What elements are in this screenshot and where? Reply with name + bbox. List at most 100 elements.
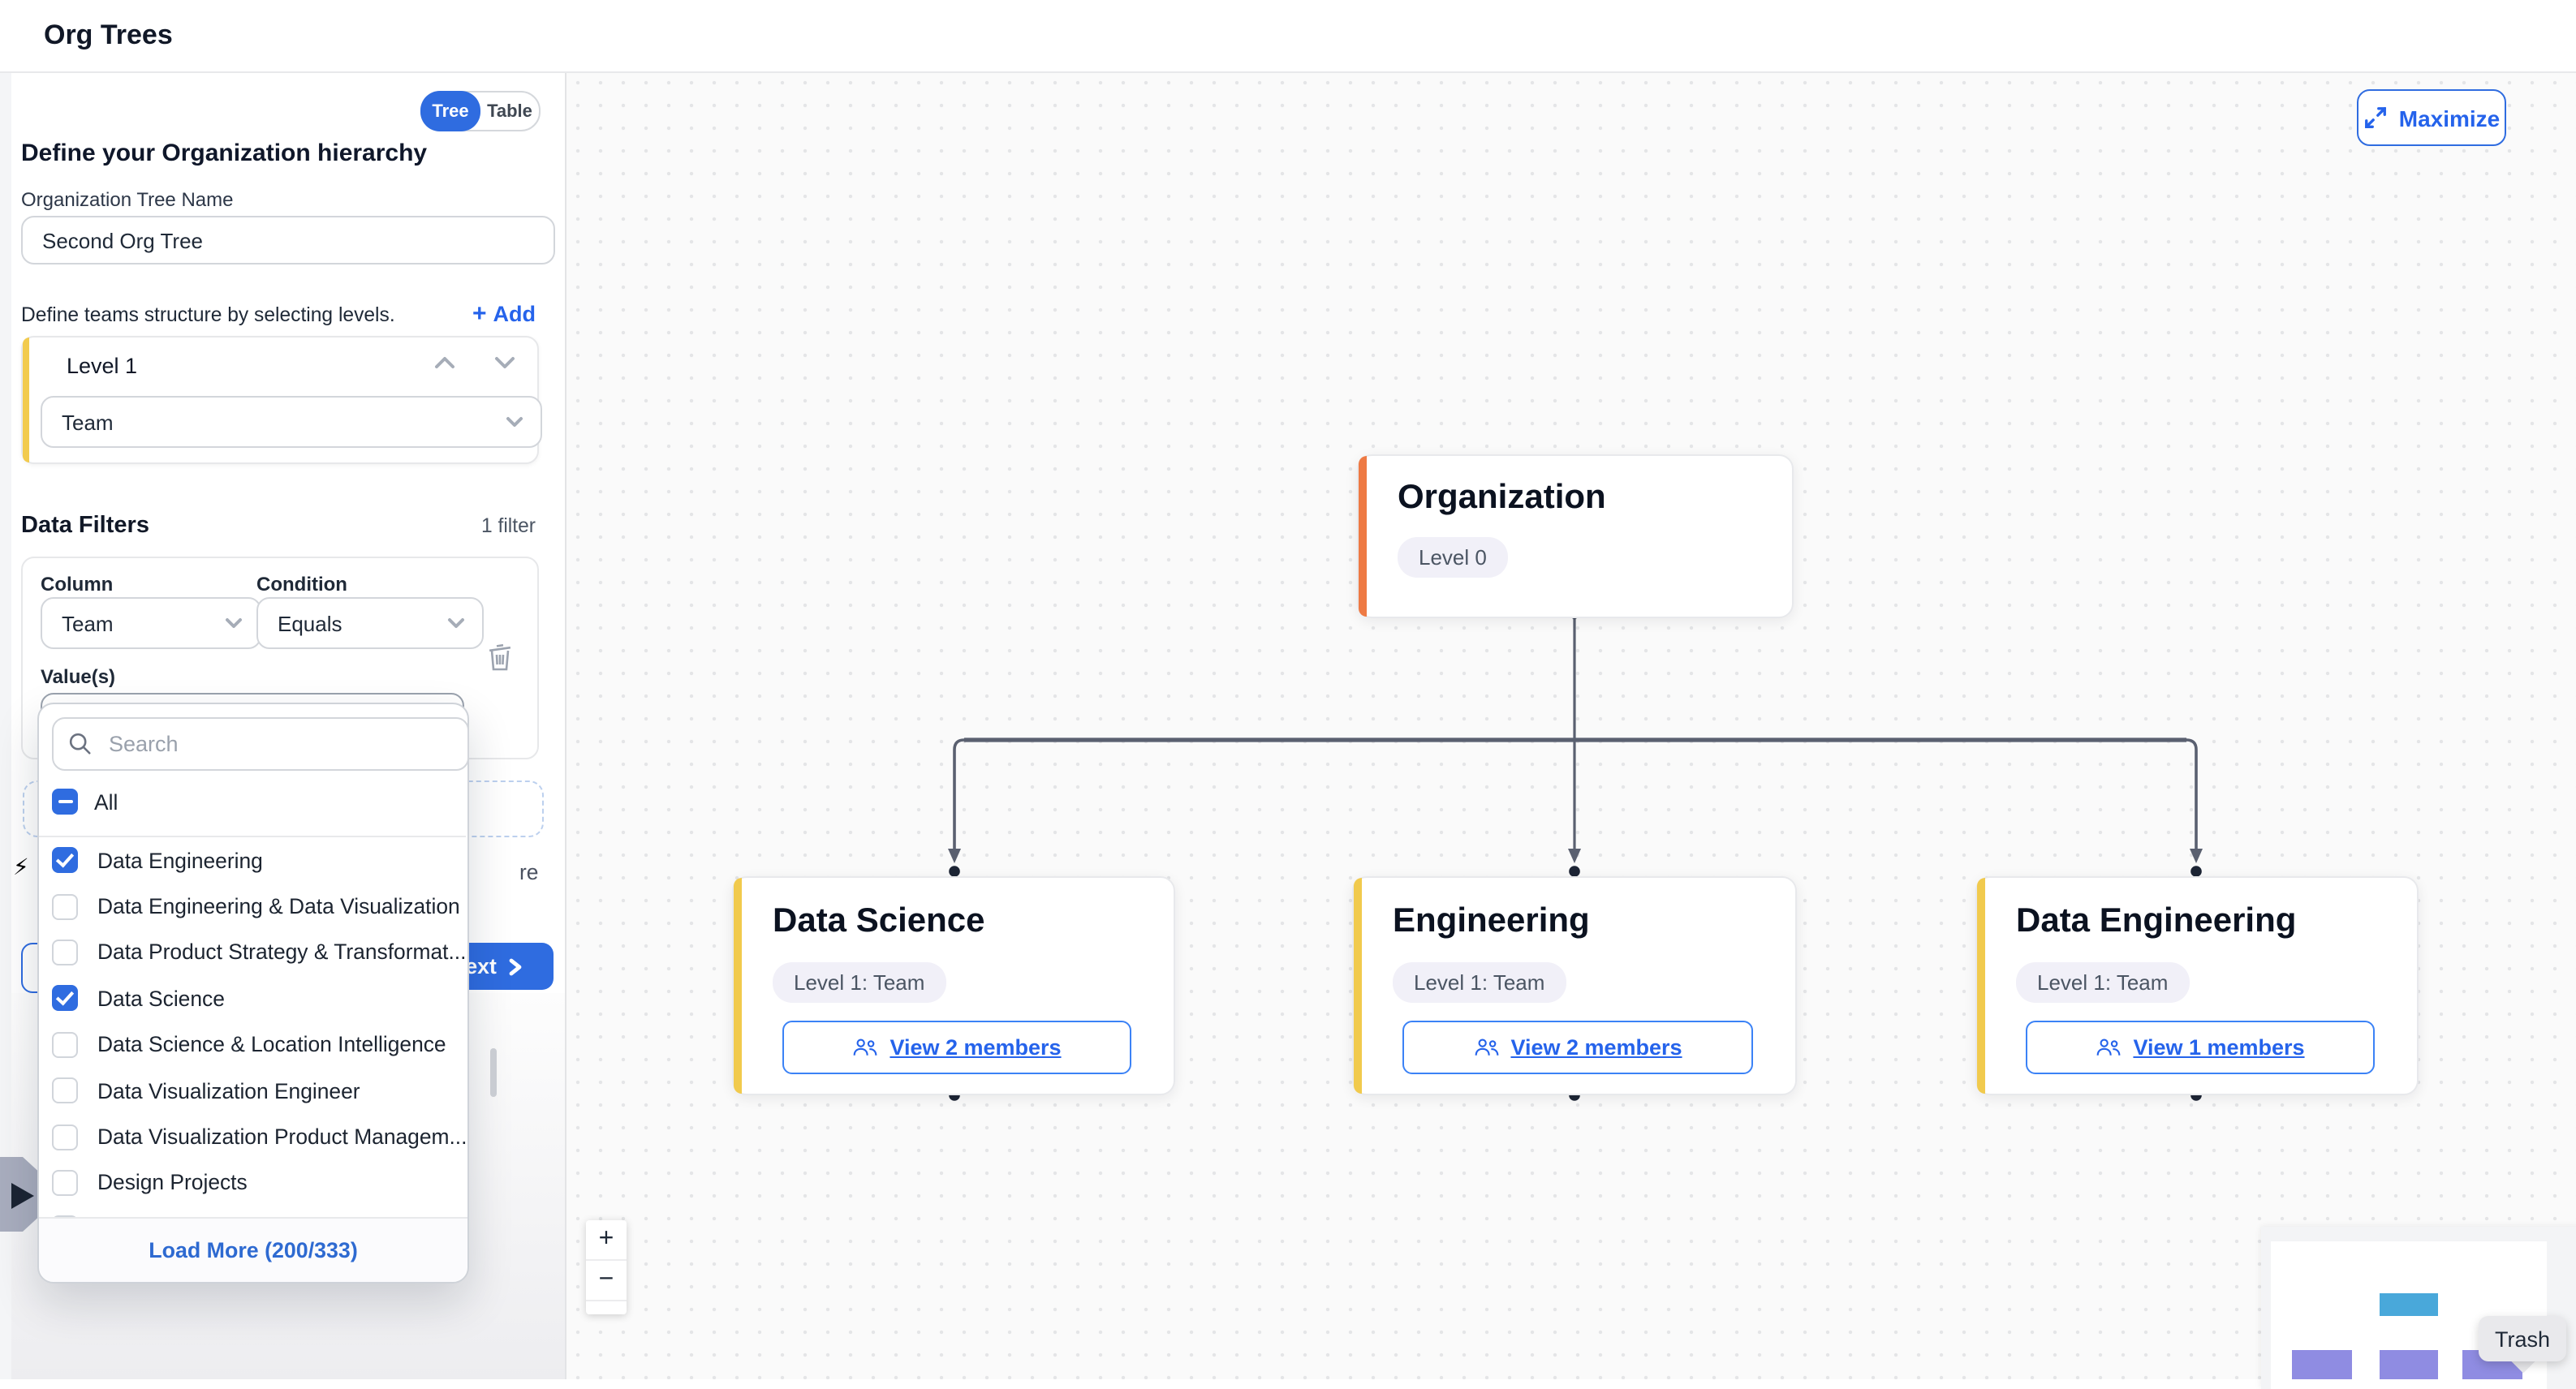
values-label: Value(s): [41, 665, 116, 688]
dropdown-options-list[interactable]: Data Engineering Data Engineering & Data…: [39, 837, 466, 1217]
minimap-child-node: [2380, 1350, 2438, 1379]
view-members-label: View 2 members: [890, 1035, 1062, 1060]
node-level-badge: Level 0: [1398, 537, 1508, 578]
indeterminate-checkbox-icon[interactable]: [52, 789, 78, 815]
levels-hint: Define teams structure by selecting leve…: [21, 303, 395, 325]
column-select[interactable]: Team: [41, 597, 261, 649]
org-node-data-science[interactable]: Data Science Level 1: Team View 2 member…: [732, 876, 1175, 1095]
fit-view-button[interactable]: [586, 1301, 627, 1314]
unchecked-checkbox-icon[interactable]: [52, 1124, 78, 1150]
node-level-badge: Level 1: Team: [2016, 962, 2190, 1003]
plus-icon: +: [472, 300, 487, 328]
members-icon: [2097, 1039, 2121, 1056]
dropdown-option[interactable]: Data Visualization Engineer: [39, 1068, 466, 1114]
unchecked-checkbox-icon[interactable]: [52, 1077, 78, 1104]
view-members-label: View 1 members: [2133, 1035, 2305, 1060]
tree-view-tab[interactable]: Tree: [420, 91, 480, 131]
org-node-engineering[interactable]: Engineering Level 1: Team View 2 members: [1352, 876, 1797, 1095]
dropdown-option[interactable]: Development Enablement & Lead Ge...: [39, 1206, 466, 1217]
org-node-data-engineering[interactable]: Data Engineering Level 1: Team View 1 me…: [1975, 876, 2419, 1095]
node-level-badge: Level 1: Team: [1393, 962, 1566, 1003]
checked-checkbox-icon[interactable]: [52, 847, 78, 874]
dropdown-option[interactable]: Data Engineering: [39, 837, 466, 884]
lightning-icon: ⚡: [13, 854, 29, 879]
unchecked-checkbox-icon[interactable]: [52, 939, 78, 965]
node-color-bar: [734, 878, 742, 1094]
unchecked-checkbox-icon[interactable]: [52, 1169, 78, 1196]
page-title: Org Trees: [44, 19, 173, 50]
search-input[interactable]: [106, 730, 404, 758]
node-level-badge: Level 1: Team: [773, 962, 946, 1003]
node-color-bar: [1977, 878, 1985, 1094]
filter-count: 1 filter: [481, 514, 536, 537]
chevron-right-icon: [509, 957, 522, 975]
members-icon: [854, 1039, 877, 1056]
node-title: Data Science: [773, 902, 985, 940]
members-icon: [1475, 1039, 1498, 1056]
maximize-label: Maximize: [2398, 105, 2501, 131]
data-filters-title: Data Filters: [21, 513, 149, 539]
unchecked-checkbox-icon[interactable]: [52, 1031, 78, 1058]
node-color-bar: [1359, 456, 1367, 617]
dropdown-option[interactable]: Data Engineering & Data Visualization: [39, 884, 466, 930]
zoom-out-button[interactable]: −: [586, 1261, 627, 1301]
org-node-root[interactable]: Organization Level 0: [1357, 454, 1794, 618]
add-level-button[interactable]: +Add: [472, 300, 536, 328]
column-label: Column: [41, 573, 114, 596]
view-members-button[interactable]: View 2 members: [782, 1021, 1131, 1074]
condition-select[interactable]: Equals: [256, 597, 484, 649]
move-down-icon[interactable]: [493, 355, 516, 370]
dropdown-search[interactable]: [52, 717, 469, 771]
chevron-down-icon: [506, 417, 523, 427]
level-color-bar: [23, 338, 29, 462]
chevron-down-icon: [226, 618, 242, 628]
page-header: Org Trees: [0, 0, 2576, 73]
node-title: Engineering: [1393, 902, 1590, 940]
minimap-child-node: [2292, 1350, 2352, 1379]
condition-label: Condition: [256, 573, 347, 596]
select-all-label: All: [94, 789, 118, 814]
select-all-row[interactable]: All: [52, 781, 454, 823]
org-tree-edges: [948, 608, 2203, 1101]
org-chart-canvas[interactable]: [565, 71, 2576, 1379]
panel-left-gutter: [0, 71, 11, 1379]
play-icon: [11, 1183, 34, 1209]
checked-checkbox-icon[interactable]: [52, 985, 78, 1012]
level-type-select[interactable]: Team: [41, 396, 542, 448]
dropdown-option[interactable]: Data Science & Location Intelligence: [39, 1021, 466, 1068]
partial-text-fragment: re: [519, 860, 539, 884]
maximize-button[interactable]: Maximize: [2357, 89, 2506, 146]
dropdown-option[interactable]: Design Projects: [39, 1159, 466, 1206]
zoom-in-button[interactable]: +: [586, 1220, 627, 1261]
scrollbar-thumb[interactable]: [490, 1048, 497, 1097]
view-members-button[interactable]: View 1 members: [2026, 1021, 2375, 1074]
tree-name-input[interactable]: [21, 216, 555, 264]
load-more-label: Load More (200/333): [149, 1238, 358, 1262]
expand-icon: [2364, 107, 2386, 128]
table-view-tab[interactable]: Table: [487, 101, 532, 121]
view-mode-toggle[interactable]: Tree Table: [420, 91, 541, 131]
dropdown-option[interactable]: Data Visualization Product Managem...: [39, 1114, 466, 1160]
dropdown-option[interactable]: Data Product Strategy & Transformat...: [39, 930, 466, 976]
values-dropdown: All Data Engineering Data Engineering & …: [37, 703, 497, 1284]
level-title: Level 1: [67, 354, 138, 378]
load-more-row[interactable]: Load More (200/333): [39, 1217, 467, 1282]
delete-filter-icon[interactable]: [487, 643, 513, 672]
tree-name-label: Organization Tree Name: [21, 188, 234, 211]
chevron-down-icon: [448, 618, 464, 628]
search-icon: [69, 733, 91, 755]
view-members-button[interactable]: View 2 members: [1402, 1021, 1753, 1074]
unchecked-checkbox-icon[interactable]: [52, 893, 78, 920]
minimap-root-node: [2380, 1293, 2438, 1316]
zoom-controls: + −: [586, 1220, 627, 1314]
divider: [39, 836, 466, 837]
node-title: Organization: [1398, 479, 1606, 516]
node-color-bar: [1354, 878, 1362, 1094]
view-members-label: View 2 members: [1510, 1035, 1682, 1060]
panel-heading: Define your Organization hierarchy: [21, 140, 428, 167]
dropdown-option[interactable]: Data Science: [39, 975, 466, 1021]
move-up-icon[interactable]: [433, 355, 456, 370]
level-card: Level 1 Team: [21, 336, 542, 464]
node-title: Data Engineering: [2016, 902, 2297, 940]
